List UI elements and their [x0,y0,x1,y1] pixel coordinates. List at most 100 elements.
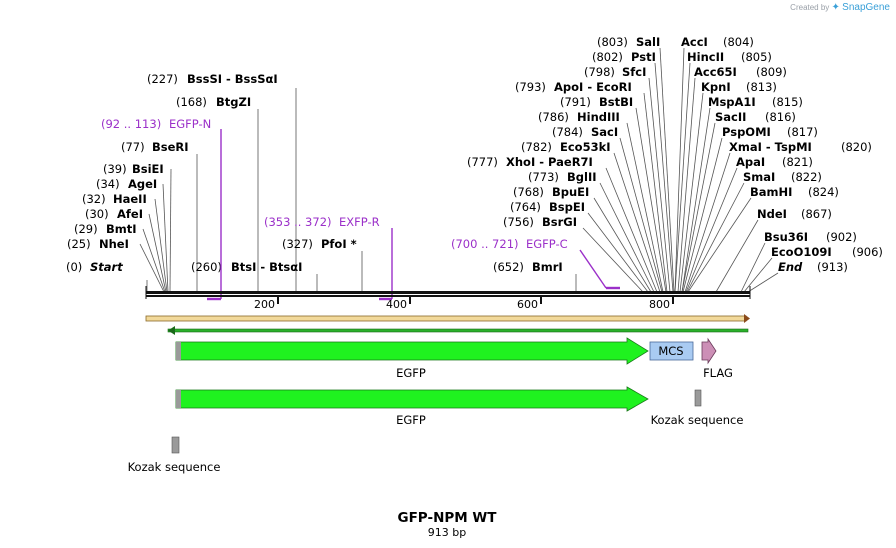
site-pos-sacii: (816) [765,110,796,124]
site-name-bmri: BmrI [532,260,563,274]
ruler-labels: 200 400 600 800 [254,298,670,311]
site-pos-smai: (822) [791,170,822,184]
site-name-sfci: SfcI [622,65,646,79]
site-name-bamhi: BamHI [750,185,792,199]
site-name-saci: SacI [591,125,618,139]
site-pos-mspa1i: (815) [772,95,803,109]
ruler-ticks [277,297,674,304]
primer-name-egfp-n: EGFP-N [169,117,211,131]
site-pos-eco53ki: (782) [521,140,552,154]
primer-range-exfp-r: (353 .. 372) [264,215,332,229]
site-name-afei: AfeI [117,207,143,221]
site-pos-bsiei: (39) [103,162,127,176]
site-pos-xmai: (820) [841,140,872,154]
site-pos-nhei: (25) [67,237,91,251]
site-name-xmai: XmaI - TspMI [729,140,812,154]
site-leader-lines [139,47,779,293]
primer-name-exfp-r: EXFP-R [339,215,380,229]
site-name-agei: AgeI [128,177,157,191]
feature-label-flag: FLAG [703,366,733,380]
site-name-psti: PstI [631,50,656,64]
site-pos-haeii: (32) [82,192,106,206]
site-name-smai: SmaI [743,170,775,184]
site-pos-btgzi: (168) [176,95,207,109]
site-pos-end: (913) [817,260,848,274]
map-title: GFP-NPM WT [398,510,498,526]
site-pos-bseri: (77) [121,140,145,154]
site-pos-bspei: (764) [510,200,541,214]
site-pos-acci: (804) [723,35,754,49]
site-name-bpuei: BpuEI [552,185,589,199]
site-pos-kpni: (813) [746,80,777,94]
site-name-bseri: BseRI [152,140,189,154]
site-pos-bpuei: (768) [513,185,544,199]
site-pos-agei: (34) [96,177,120,191]
feature-egfp-2 [175,386,649,412]
site-name-ndei: NdeI [757,207,787,221]
site-pos-bsssi: (227) [147,72,178,86]
site-pos-bsu36i: (902) [826,230,857,244]
site-pos-bsrgi: (756) [503,215,534,229]
site-pos-afei: (30) [85,207,109,221]
primer-range-egfp-n: (92 .. 113) [101,117,161,131]
site-name-end: End [778,260,803,274]
site-name-eco53ki: Eco53kI [560,140,611,154]
site-name-bglii: BglII [567,170,597,184]
site-pos-ndei: (867) [801,207,832,221]
feature-label-egfp-2: EGFP [396,413,426,427]
feature-kozak-2 [694,389,702,407]
site-name-ecoo109i: EcoO109I [771,245,832,259]
site-name-hindiii: HindIII [577,110,620,124]
site-pos-start: (0) [66,260,82,274]
site-name-kpni: KpnI [701,80,731,94]
site-labels-cluster-left: (756) BsrGI (764) BspEI (768) BpuEI (773… [467,35,660,229]
primer-name-egfp-c: EGFP-C [526,237,568,251]
site-pos-hindiii: (786) [538,110,569,124]
site-name-haeii: HaeII [113,192,147,206]
site-name-bmti: BmtI [106,222,137,236]
site-name-btsi: BtsI - BtsαI [231,260,302,274]
site-name-sali: SalI [636,35,660,49]
sequence-backbone [145,286,751,299]
map-subtitle: 913 bp [428,526,466,539]
site-pos-bmti: (29) [74,222,98,236]
site-name-apoi: ApoI - EcoRI [554,80,632,94]
site-labels-left: (0) Start (25) NheI (29) BmtI (30) AfeI … [66,72,563,274]
primer-markers [207,129,620,301]
site-pos-hincii: (805) [741,50,772,64]
ruler-label-400: 400 [386,298,407,311]
site-name-start: Start [90,260,123,274]
site-name-acci: AccI [681,35,708,49]
feature-flag [701,337,717,365]
site-pos-pfoi: (327) [282,237,313,251]
site-name-acc65i: Acc65I [694,65,737,79]
site-labels-cluster-right: AccI (804) HincII (805) Acc65I (809) Kpn… [681,35,883,274]
site-name-hincii: HincII [687,50,724,64]
site-name-pspomi: PspOMI [722,125,771,139]
feature-egfp-1 [175,337,649,365]
primer-labels: (92 .. 113) EGFP-N (353 .. 372) EXFP-R (… [101,117,568,251]
site-name-bspei: BspEI [549,200,585,214]
orf-reverse [167,326,749,335]
site-pos-pspomi: (817) [787,125,818,139]
site-pos-apai: (821) [782,155,813,169]
site-pos-sali: (803) [597,35,628,49]
site-pos-saci: (784) [552,125,583,139]
site-name-pfoi: PfoI * [321,237,357,251]
snapgene-credit: Created by ✦ SnapGene [790,2,890,13]
site-pos-ecoo109i: (906) [852,245,883,259]
site-pos-psti: (802) [592,50,623,64]
feature-kozak-1 [171,436,180,454]
credit-label: Created by [790,3,830,12]
site-pos-btsi: (260) [191,260,222,274]
snapgene-logo-icon: ✦ [831,2,840,13]
feature-label-kozak-2: Kozak sequence [651,413,744,427]
site-name-nhei: NheI [99,237,129,251]
site-pos-bglii: (773) [528,170,559,184]
ruler-label-600: 600 [517,298,538,311]
orf-forward [145,314,750,323]
site-name-mspa1i: MspA1I [708,95,756,109]
site-pos-bmri: (652) [493,260,524,274]
site-pos-sfci: (798) [584,65,615,79]
site-name-sacii: SacII [715,110,746,124]
